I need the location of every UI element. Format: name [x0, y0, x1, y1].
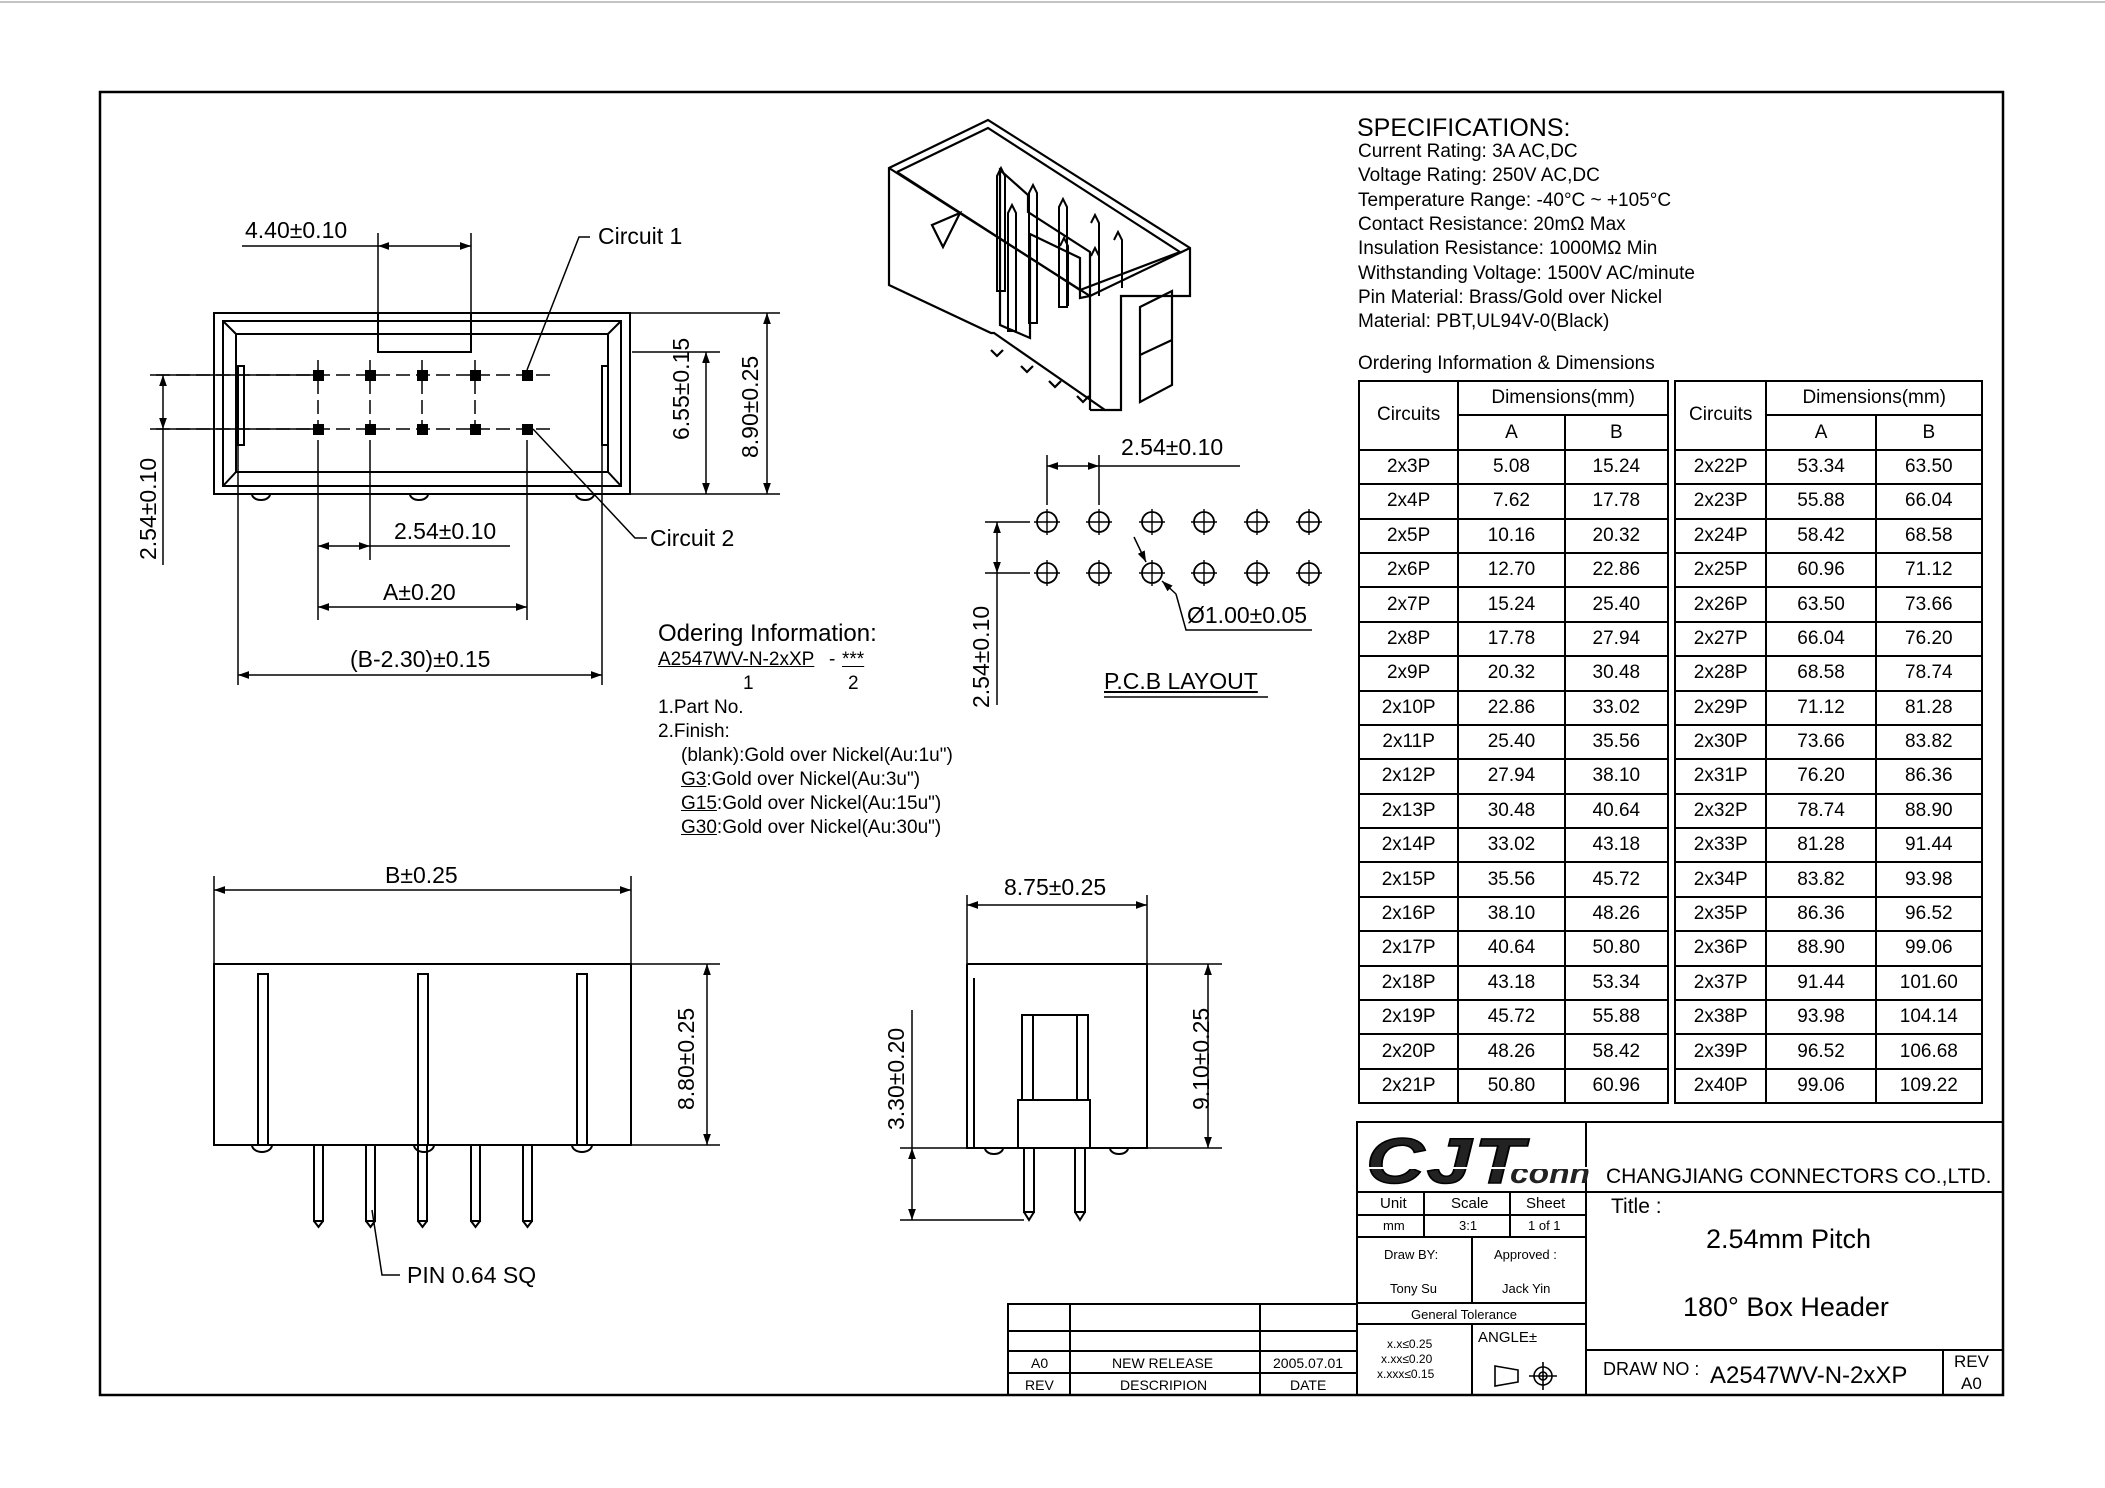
top-view	[150, 233, 780, 685]
pcb-layout	[985, 455, 1322, 705]
projection-symbol-icon	[1494, 1362, 1557, 1390]
end-view	[900, 895, 1222, 1222]
cjtconn-logo: CJT conn	[1365, 1124, 1590, 1198]
isometric-view	[887, 118, 1192, 412]
svg-text:conn: conn	[1510, 1157, 1590, 1190]
sheet-border	[98, 90, 2005, 1397]
side-view	[213, 876, 720, 1276]
svg-text:CJT: CJT	[1366, 1125, 1530, 1197]
